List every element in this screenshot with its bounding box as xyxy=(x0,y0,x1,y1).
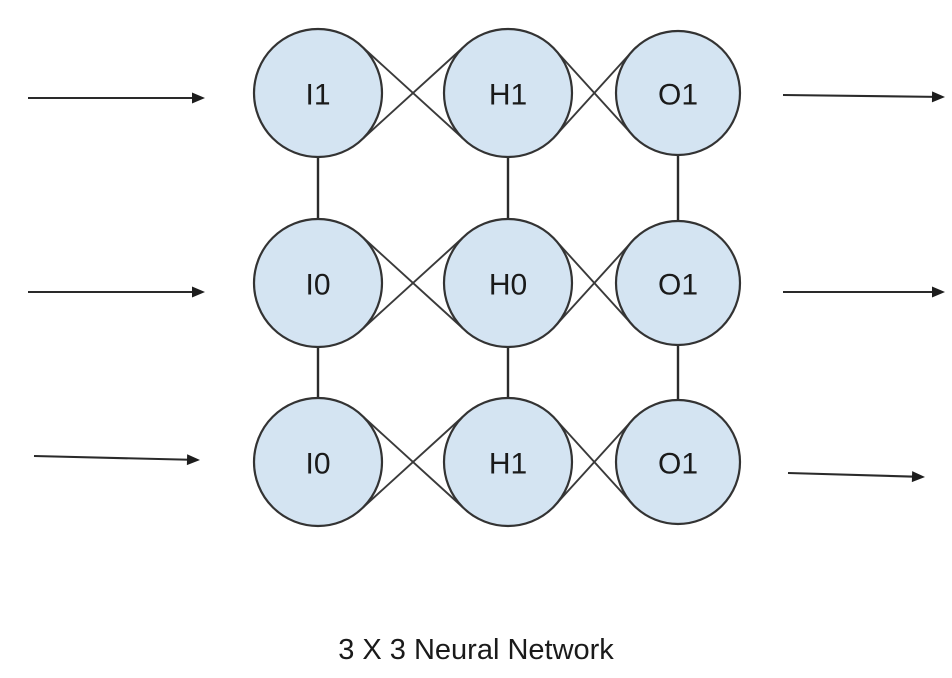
output-arrow-1 xyxy=(782,91,945,103)
arrow-head-icon xyxy=(932,286,945,298)
node-circle[interactable] xyxy=(252,27,384,159)
node-label: H1 xyxy=(489,79,527,112)
arrow-shaft xyxy=(782,93,936,98)
node-circle[interactable] xyxy=(442,217,574,349)
network-node-r3c2[interactable]: H1 xyxy=(442,396,574,528)
node-label: I1 xyxy=(305,79,330,112)
node-label: H1 xyxy=(489,448,527,481)
node-label: I0 xyxy=(305,269,330,302)
output-arrow-2 xyxy=(783,286,945,298)
arrow-head-icon xyxy=(192,286,205,298)
input-arrow-3 xyxy=(33,454,200,466)
node-circle[interactable] xyxy=(442,27,574,159)
arrow-head-icon xyxy=(186,454,200,466)
input-arrow-1 xyxy=(28,92,205,104)
crossed-link-down xyxy=(552,416,635,507)
crossed-link-up xyxy=(362,237,464,329)
network-node-r2c1[interactable]: I0 xyxy=(252,217,384,349)
network-node-r1c2[interactable]: H1 xyxy=(442,27,574,159)
node-label: O1 xyxy=(658,269,698,302)
input-arrows-group xyxy=(28,92,205,466)
network-node-r1c1[interactable]: I1 xyxy=(252,27,384,159)
node-circle[interactable] xyxy=(614,219,742,347)
network-node-r2c3[interactable]: O1 xyxy=(614,219,742,347)
arrow-head-icon xyxy=(192,92,205,104)
diagram-caption: 3 X 3 Neural Network xyxy=(338,634,614,666)
arrow-head-icon xyxy=(931,91,945,103)
node-circle[interactable] xyxy=(252,217,384,349)
node-circle[interactable] xyxy=(614,398,742,526)
crossed-link-up xyxy=(552,417,635,508)
vertical-links-group xyxy=(316,155,680,400)
network-node-r3c1[interactable]: I0 xyxy=(252,396,384,528)
node-label: O1 xyxy=(658,448,698,481)
network-node-r1c3[interactable]: O1 xyxy=(614,29,742,157)
node-label: H0 xyxy=(489,269,527,302)
arrow-shaft xyxy=(787,471,916,478)
node-circle[interactable] xyxy=(442,396,574,528)
node-circle[interactable] xyxy=(614,29,742,157)
arrow-shaft xyxy=(33,454,191,461)
node-circle[interactable] xyxy=(252,396,384,528)
crossed-link-up xyxy=(552,48,635,139)
crossed-link-up xyxy=(552,238,635,329)
network-node-r3c3[interactable]: O1 xyxy=(614,398,742,526)
horizontal-links-group xyxy=(362,47,635,508)
output-arrows-group xyxy=(782,91,945,483)
crossed-link-up xyxy=(362,416,464,508)
node-label: I0 xyxy=(305,448,330,481)
crossed-link-down xyxy=(552,237,635,328)
input-arrow-2 xyxy=(28,286,205,298)
output-arrow-3 xyxy=(787,471,925,483)
crossed-link-down xyxy=(552,47,635,138)
network-node-r2c2[interactable]: H0 xyxy=(442,217,574,349)
crossed-link-up xyxy=(362,47,464,139)
arrow-head-icon xyxy=(911,471,925,483)
node-label: O1 xyxy=(658,79,698,112)
